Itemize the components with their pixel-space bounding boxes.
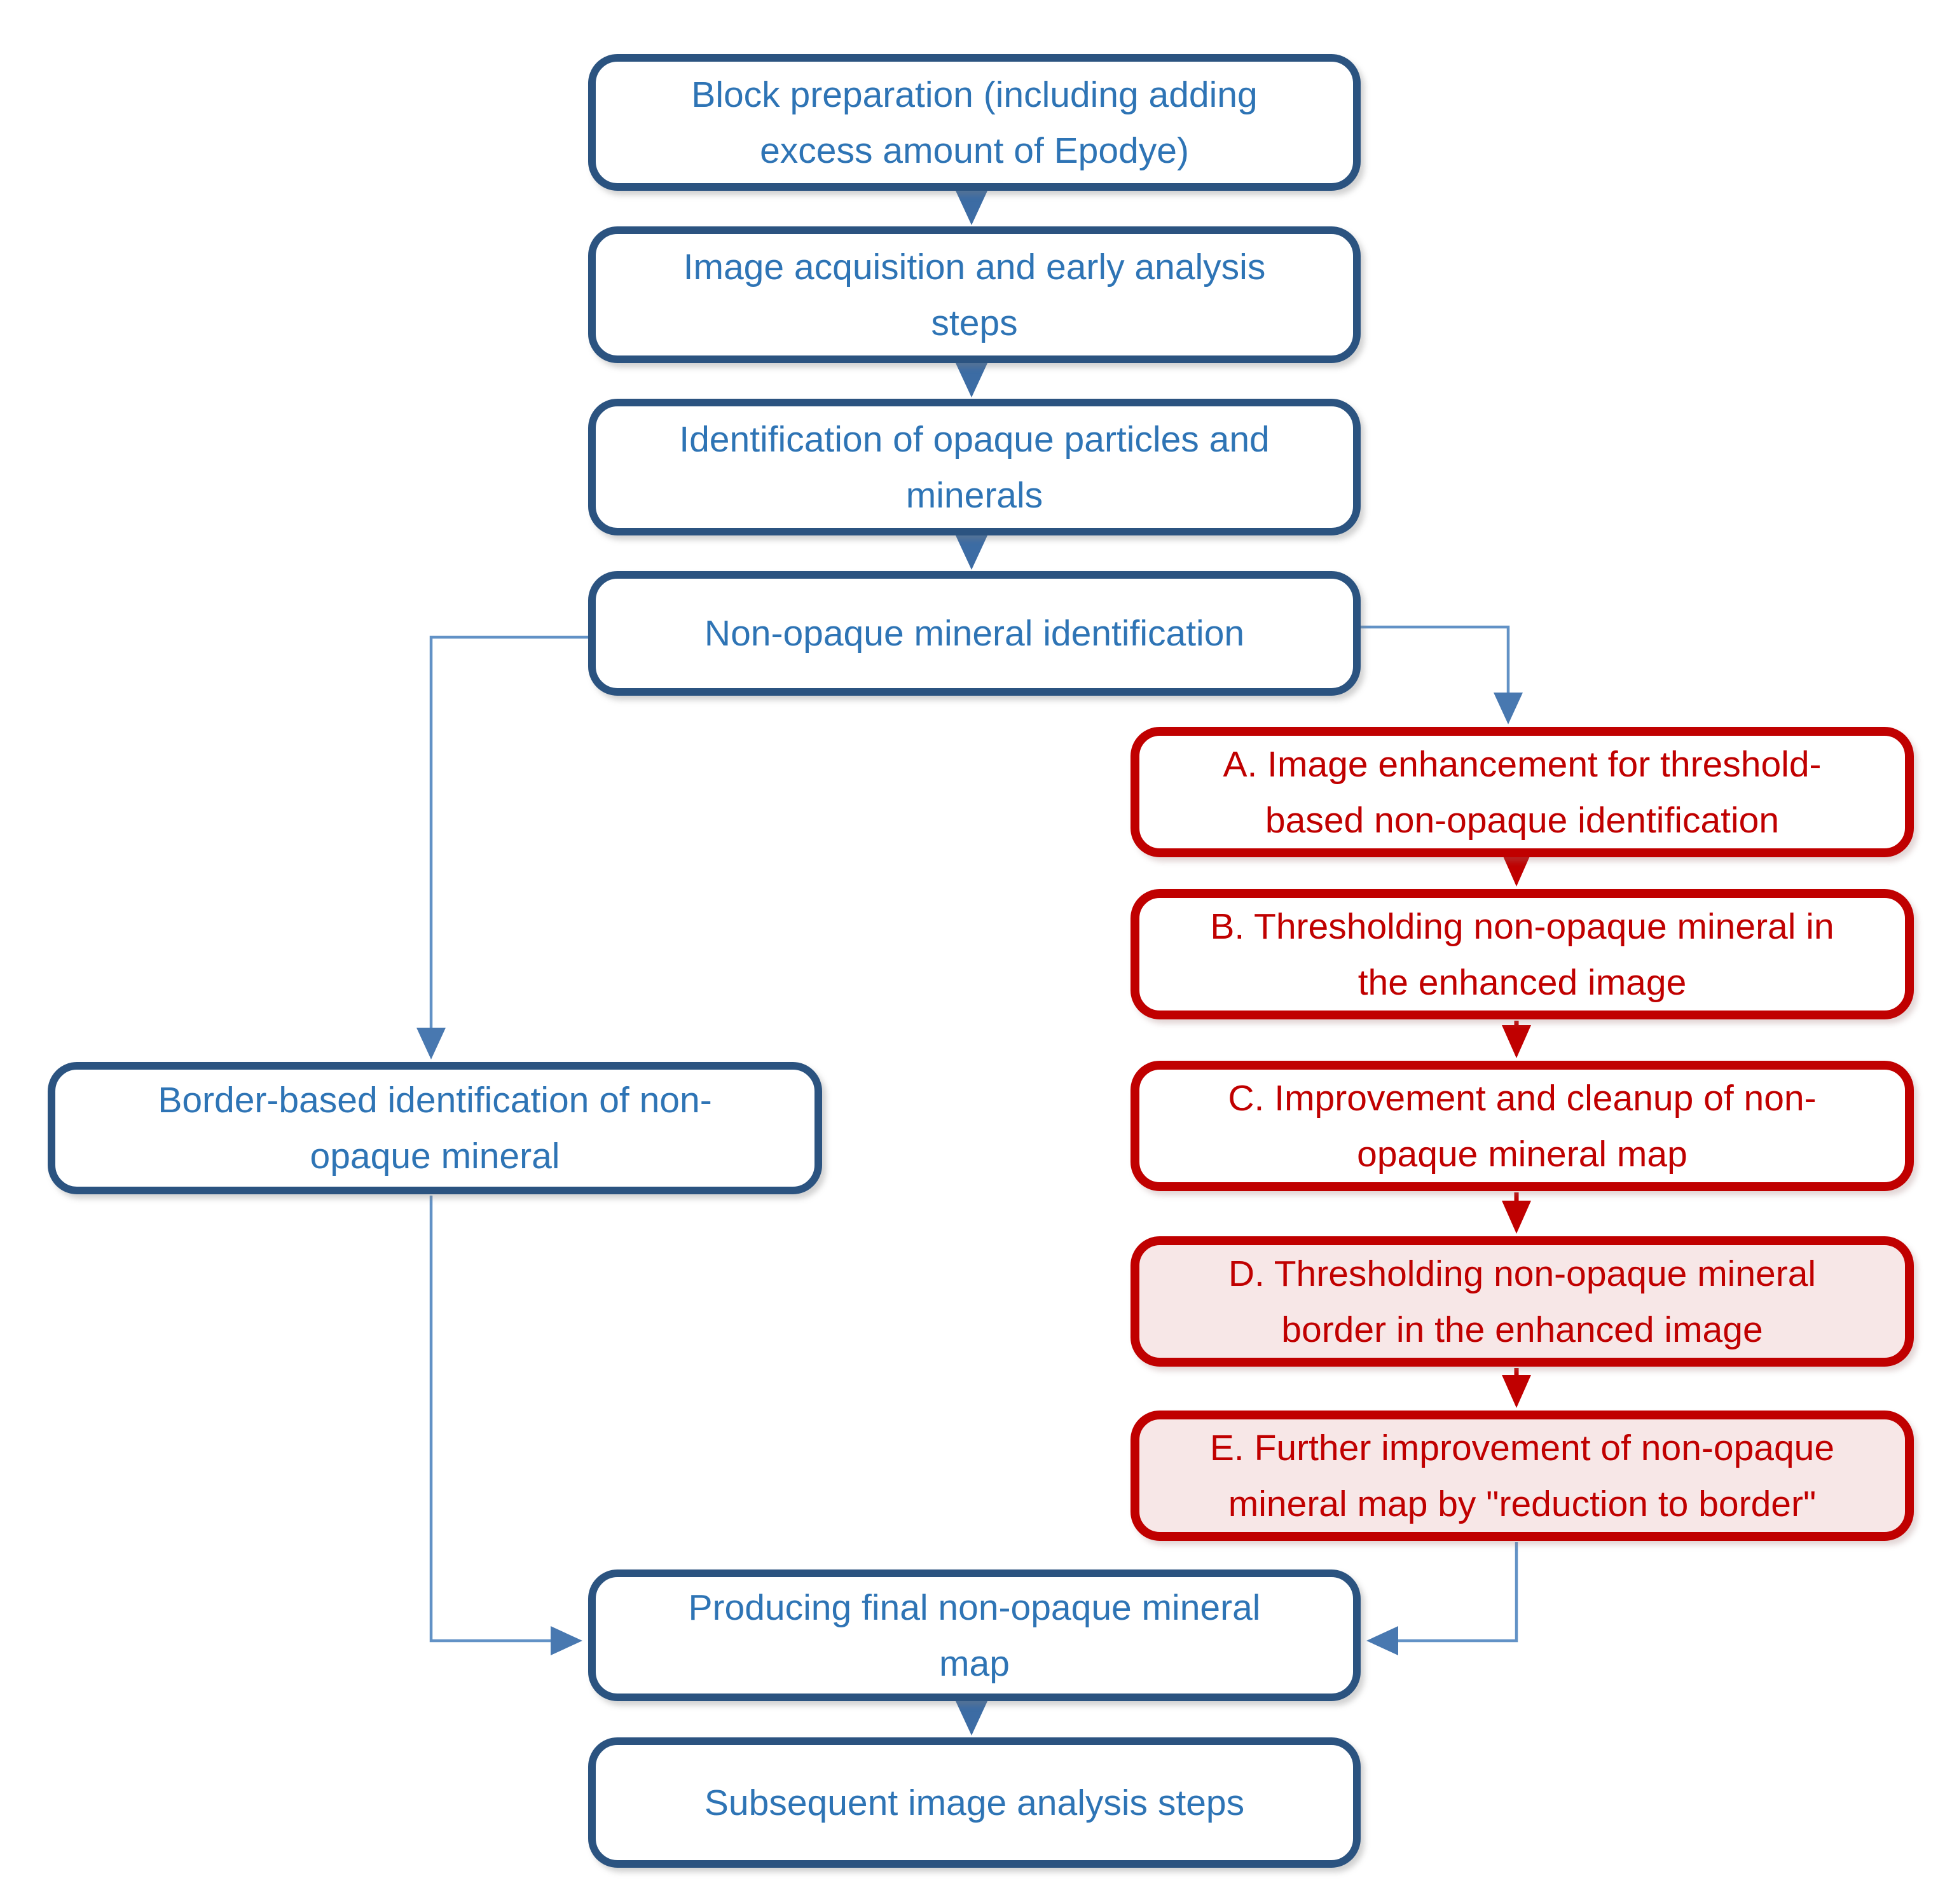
edge-border-based-to-producing bbox=[429, 1196, 582, 1655]
node-image-acquisition: Image acquisition and early analysis ste… bbox=[588, 226, 1361, 363]
node-step-c-improvement-cleanup: C. Improvement and cleanup of non- opaqu… bbox=[1131, 1061, 1914, 1191]
node-step-e-further-improvement: E. Further improvement of non-opaque min… bbox=[1131, 1411, 1914, 1541]
node-opaque-identification: Identification of opaque particles and m… bbox=[588, 399, 1361, 535]
node-step-a-image-enhancement: A. Image enhancement for threshold- base… bbox=[1131, 727, 1914, 857]
node-subsequent-steps: Subsequent image analysis steps bbox=[588, 1737, 1361, 1868]
node-producing-final-map: Producing final non-opaque mineral map bbox=[588, 1569, 1361, 1701]
edge-step-e-to-producing bbox=[1366, 1542, 1518, 1655]
node-non-opaque-identification: Non-opaque mineral identification bbox=[588, 571, 1361, 696]
node-step-d-thresholding-border: D. Thresholding non-opaque mineral borde… bbox=[1131, 1236, 1914, 1367]
node-border-based-identification: Border-based identification of non- opaq… bbox=[48, 1062, 822, 1194]
node-block-preparation: Block preparation (including adding exce… bbox=[588, 54, 1361, 191]
node-step-b-thresholding-mineral: B. Thresholding non-opaque mineral in th… bbox=[1131, 889, 1914, 1019]
edge-nonopaque-to-border-based bbox=[416, 635, 588, 1059]
edge-nonopaque-to-step-a bbox=[1361, 625, 1523, 724]
